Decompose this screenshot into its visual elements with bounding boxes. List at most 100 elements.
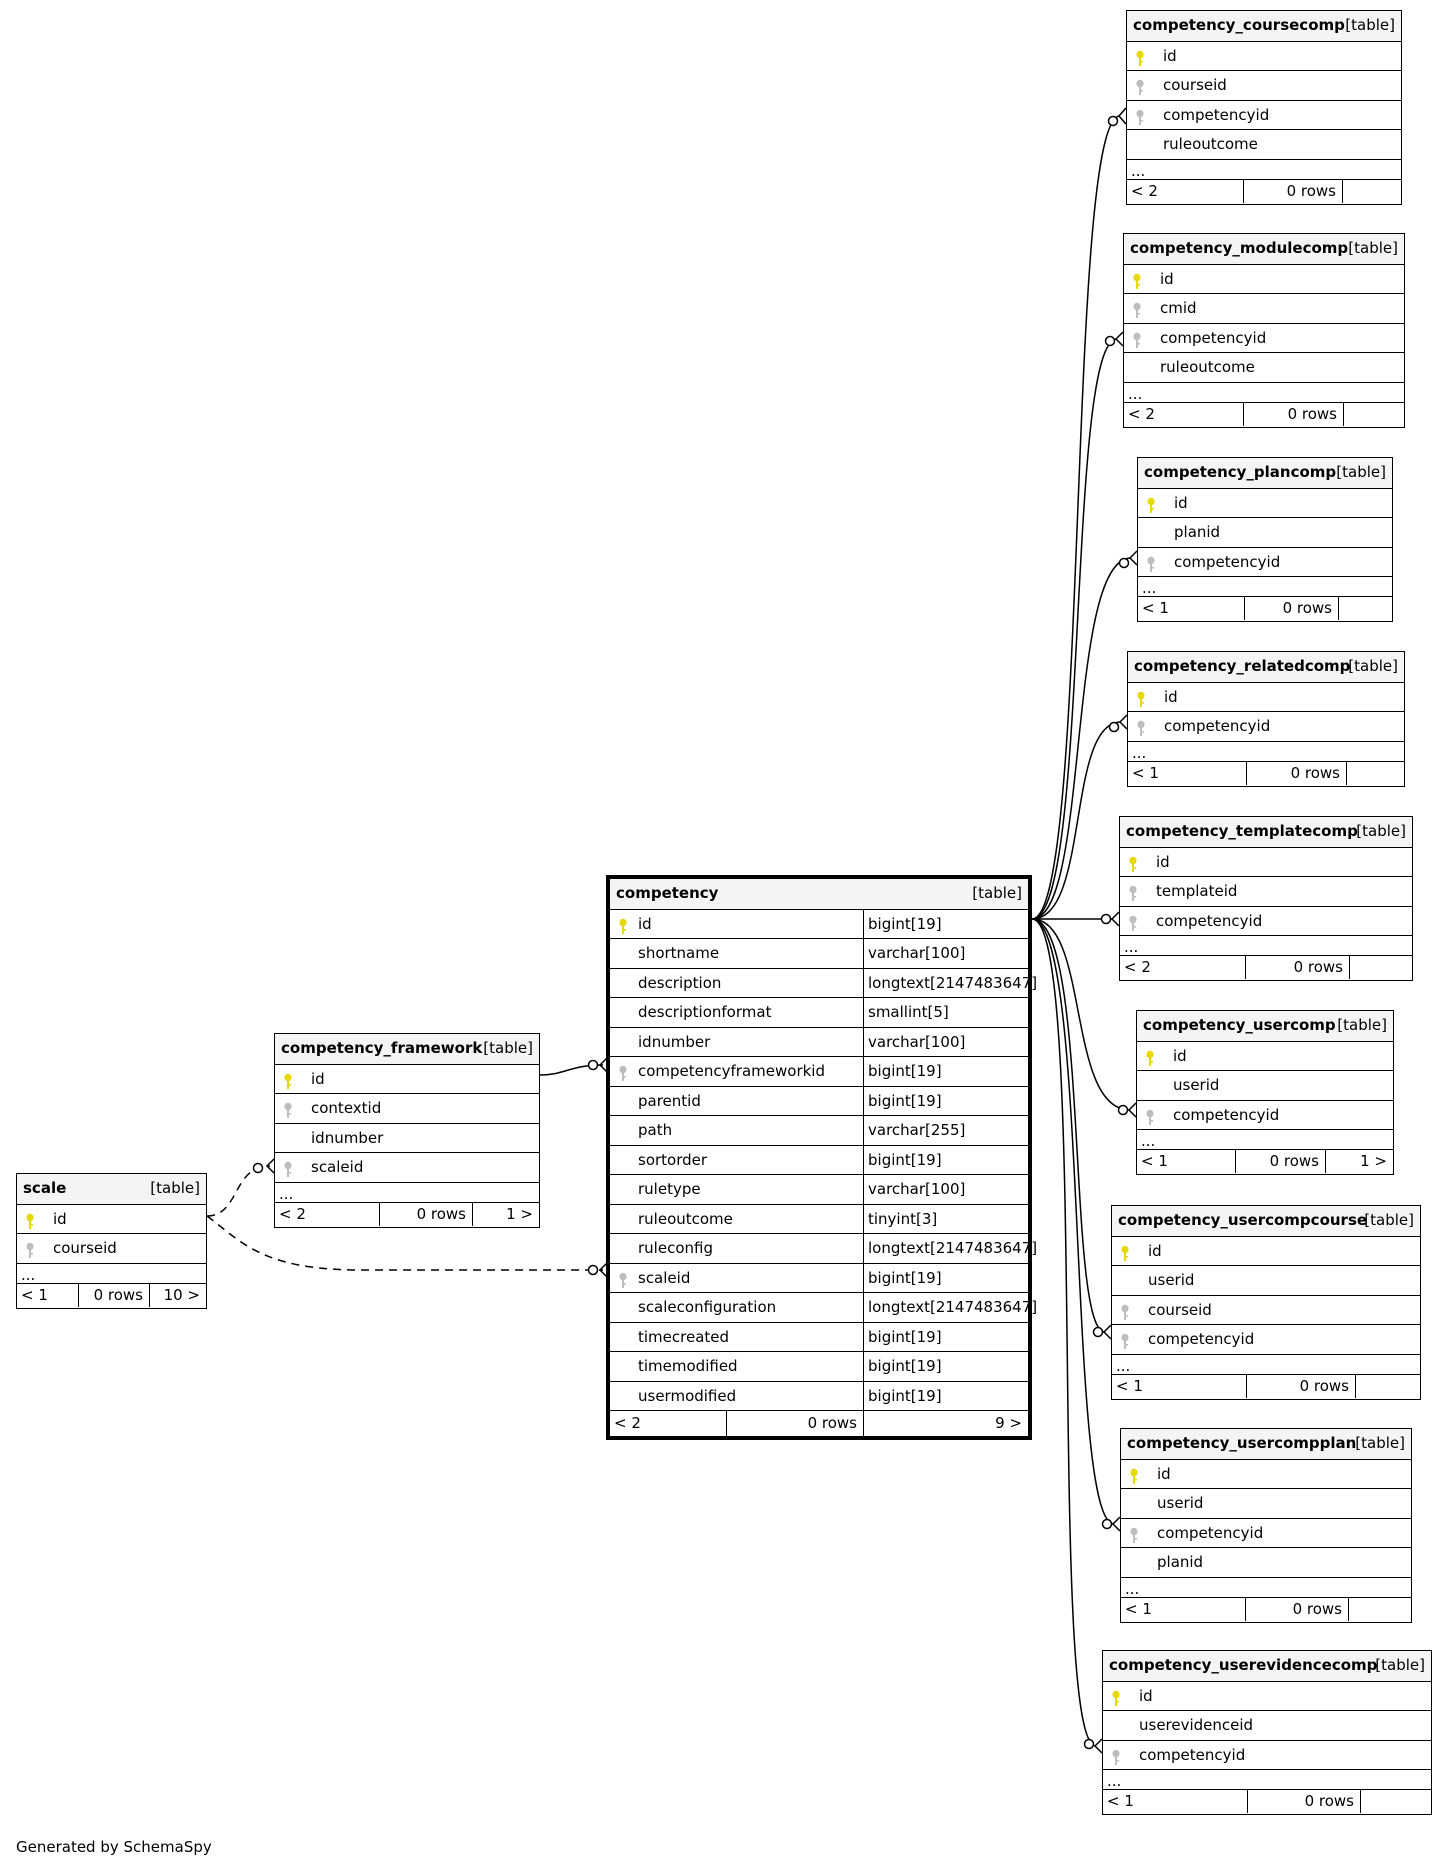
children-count[interactable] — [1355, 1374, 1420, 1398]
parents-count[interactable]: < 1 — [1125, 1599, 1152, 1618]
column-row[interactable]: id — [1121, 1458, 1411, 1489]
column-row[interactable]: userid — [1137, 1070, 1393, 1100]
column-row[interactable]: id — [1103, 1680, 1431, 1711]
column-row[interactable]: id — [1120, 846, 1412, 877]
column-row[interactable]: id — [275, 1063, 539, 1094]
children-count[interactable] — [1360, 1790, 1431, 1813]
children-count[interactable] — [1343, 402, 1404, 426]
parents-count[interactable]: < 1 — [21, 1285, 48, 1304]
children-count[interactable]: 1 > — [472, 1202, 539, 1226]
children-count[interactable] — [1342, 179, 1401, 203]
column-row[interactable]: userid — [1112, 1265, 1420, 1295]
column-row[interactable]: id — [1124, 263, 1404, 294]
primary-key-icon — [1135, 48, 1145, 66]
row-count: 0 rows — [1245, 956, 1349, 979]
parents-count[interactable]: < 2 — [1124, 958, 1151, 976]
column-row[interactable]: id — [1112, 1235, 1420, 1266]
parents-count[interactable]: < 2 — [279, 1204, 306, 1223]
column-row[interactable]: id — [1137, 1040, 1393, 1071]
parents-count[interactable]: < 2 — [614, 1414, 641, 1432]
column-row[interactable]: competencyid — [1112, 1324, 1420, 1354]
parents-count[interactable]: < 1 — [1142, 599, 1169, 617]
column-row[interactable]: userevidenceid — [1103, 1710, 1431, 1740]
column-row[interactable]: competencyid — [1103, 1739, 1431, 1770]
column-row[interactable]: courseid — [1112, 1294, 1420, 1325]
primary-key-icon — [1111, 1688, 1121, 1706]
children-count[interactable]: 1 > — [1325, 1150, 1393, 1173]
children-count[interactable]: 9 > — [863, 1411, 1028, 1436]
column-row[interactable]: id — [1127, 40, 1401, 71]
parents-count[interactable]: < 1 — [1141, 1152, 1168, 1170]
ellipsis-text: ... — [1124, 938, 1139, 956]
column-row[interactable]: id — [17, 1203, 206, 1234]
parents-count[interactable]: < 1 — [1107, 1792, 1134, 1810]
table-name: competency_userevidencecomp — [1109, 1656, 1378, 1674]
column-row[interactable]: scaleid — [275, 1152, 539, 1182]
parents-count[interactable]: < 2 — [1131, 181, 1158, 200]
column-row[interactable]: competencyid — [1124, 322, 1404, 353]
children-count[interactable] — [1348, 1597, 1411, 1621]
column-row[interactable]: competencyid — [1121, 1517, 1411, 1548]
parents-count[interactable]: < 1 — [1116, 1376, 1143, 1395]
column-row[interactable]: planid — [1138, 517, 1392, 547]
column-name: competencyid — [1148, 1330, 1255, 1348]
row-count: 0 rows — [1246, 1374, 1355, 1398]
parents-count[interactable]: < 2 — [1128, 404, 1155, 423]
column-row[interactable]: competencyid — [1128, 711, 1404, 741]
column-row[interactable]: ruleoutcome — [1124, 352, 1404, 382]
column-row[interactable]: planid — [1121, 1547, 1411, 1577]
column-row[interactable]: competencyid — [1127, 99, 1401, 130]
parents-count[interactable]: < 1 — [1132, 763, 1159, 782]
column-row[interactable]: courseid — [17, 1233, 206, 1263]
column-row[interactable]: competencyid — [1137, 1099, 1393, 1130]
foreign-key-icon — [1135, 107, 1145, 125]
column-row[interactable]: cmid — [1124, 293, 1404, 323]
column-row[interactable]: id — [1138, 487, 1392, 518]
column-row[interactable]: courseid — [1127, 70, 1401, 100]
column-row[interactable]: userid — [1121, 1488, 1411, 1518]
column-row[interactable]: competencyid — [1138, 546, 1392, 577]
column-row[interactable]: idnumber — [275, 1122, 539, 1153]
primary-key-icon — [283, 1071, 293, 1089]
primary-key-icon — [1146, 495, 1156, 513]
column-row[interactable]: id — [1128, 681, 1404, 712]
column-row[interactable]: ruleoutcome — [1127, 129, 1401, 159]
children-count[interactable] — [1346, 761, 1404, 785]
column-row[interactable]: templateid — [1120, 876, 1412, 906]
children-count[interactable]: 10 > — [149, 1283, 206, 1307]
column-row[interactable]: contextid — [275, 1093, 539, 1123]
column-row[interactable]: competencyid — [1120, 905, 1412, 936]
children-count[interactable] — [1338, 597, 1392, 620]
children-count[interactable] — [1349, 956, 1412, 979]
